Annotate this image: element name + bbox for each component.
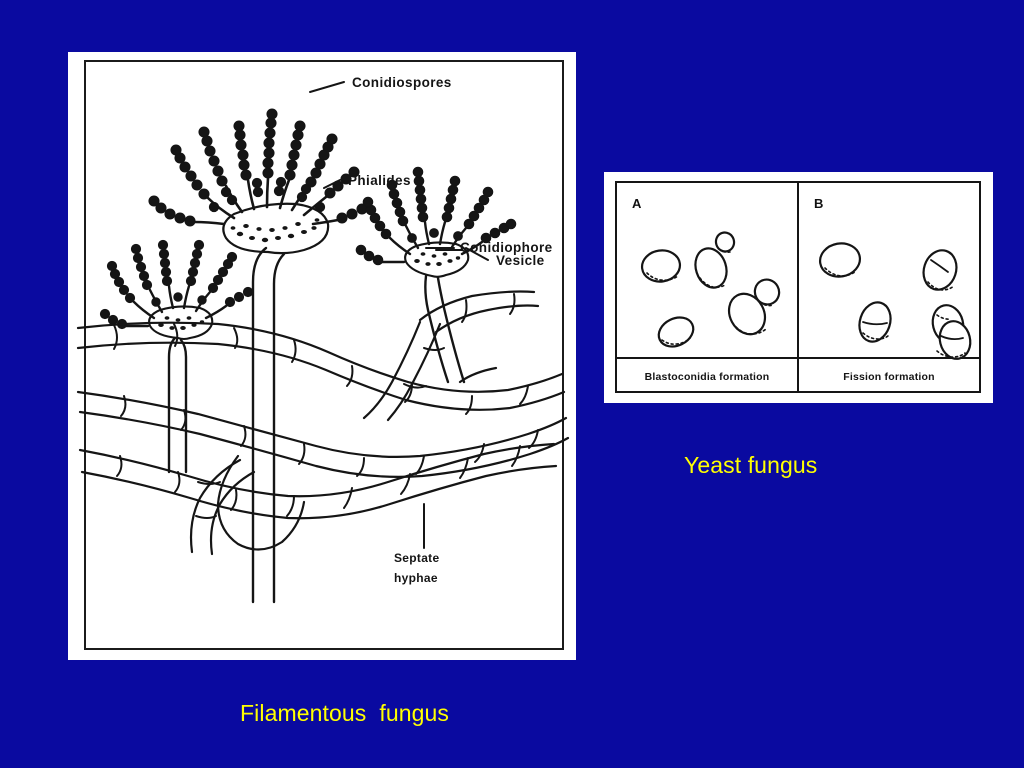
blastoconidia-shading: [646, 248, 774, 345]
fission-septum-lines: [862, 259, 964, 341]
panel-caption-blastoconidia: Blastoconidia formation: [645, 371, 770, 383]
blastoconidia-cells: [640, 231, 781, 348]
yeast-fungus-illustration: A B: [615, 181, 981, 393]
label-conidiospores: Conidiospores: [352, 75, 452, 90]
vesicle-stipple-middle: [230, 218, 320, 243]
panel-letter-a: A: [632, 196, 642, 211]
yeast-fungus-figure: A B: [604, 172, 993, 403]
septate-hyphae-network: [76, 290, 570, 556]
filamentous-fungus-illustration: Conidiospores Phialides Vesicle Conidiop…: [76, 75, 570, 604]
conidiophore-right: [404, 241, 470, 384]
label-vesicle: Vesicle: [496, 253, 545, 268]
conidiospores-middle: [148, 108, 368, 227]
fission-cells: [818, 242, 972, 360]
conidiospores-right: [355, 166, 517, 266]
yeast-panel-frame: [615, 181, 981, 393]
caption-filamentous-fungus: Filamentous fungus: [240, 700, 450, 726]
caption-yeast-fungus: Yeast fungus: [684, 452, 818, 478]
label-septate: Septate: [394, 551, 439, 565]
panel-letter-b: B: [814, 196, 823, 211]
panel-caption-fission: Fission formation: [843, 371, 935, 383]
label-hyphae: hyphae: [394, 571, 438, 585]
label-leader-lines: [309, 81, 489, 549]
filamentous-fungus-figure: Conidiospores Phialides Vesicle Conidiop…: [68, 52, 576, 660]
fission-shading: [824, 267, 966, 358]
phialides-middle: [192, 176, 340, 226]
label-conidiophore: Conidiophore: [460, 240, 553, 255]
septa-cross-walls: [113, 293, 539, 519]
conidiospores-left: [99, 239, 254, 330]
vesicle-stipple-right: [414, 252, 461, 266]
label-phialides: Phialides: [348, 173, 411, 188]
conidiophore-middle: [222, 202, 330, 604]
conidiophore-left: [148, 305, 214, 474]
